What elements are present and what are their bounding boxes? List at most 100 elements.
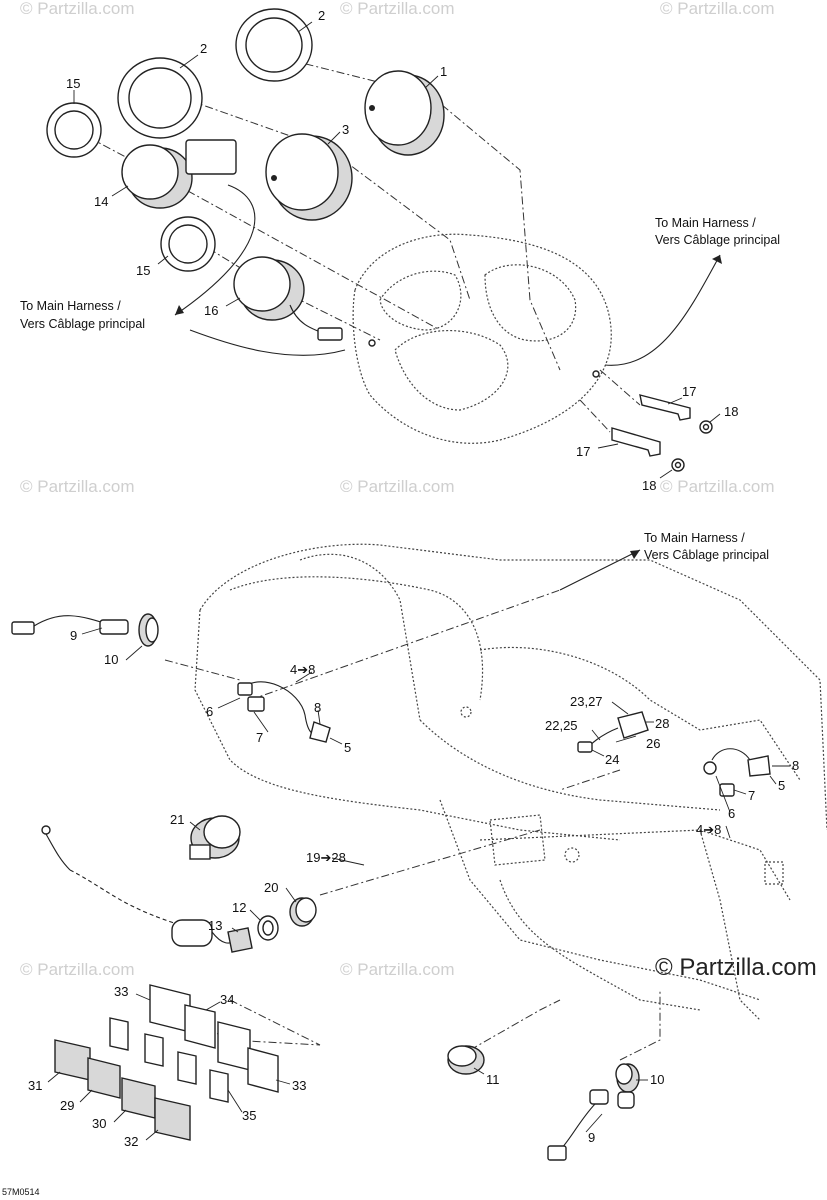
callout: 6 [206,704,213,719]
nut-18b [671,458,685,472]
harness-route [189,329,346,356]
leader-line [285,887,297,903]
leader-line [327,131,341,145]
copyright-watermark: © Partzilla.com [655,954,817,981]
callout: 13 [208,918,222,933]
callout: 1 [440,64,447,79]
assembly-line [249,589,561,701]
leader-line [113,1109,127,1123]
leader-line [125,645,143,661]
leader-line [725,825,731,839]
console-body [194,543,827,1021]
button-11 [447,1045,485,1075]
leader-line [79,1089,93,1103]
harness-route [604,254,721,366]
nut-12 [257,915,279,941]
leader-line [295,671,313,683]
assembly-line [599,369,641,406]
leader-line [81,627,103,635]
harness-note-en: To Main Harness / [655,216,756,230]
assembly-line [149,999,321,1046]
leader-line [331,857,365,866]
callout: 5 [344,740,351,755]
callout: 26 [646,736,660,751]
callout: 4➔8 [696,822,721,837]
callout: 7 [256,730,263,745]
callout: 12 [232,900,246,915]
bezel-ring-15b [160,216,216,272]
cable-9 [11,615,129,635]
callout: 10 [104,652,118,667]
callout: 31 [28,1078,42,1093]
switch-panel [54,984,279,1141]
watermark: © Partzilla.com [660,477,775,496]
callout: 11 [486,1072,500,1087]
arrow-head [175,305,184,315]
bezel-ring-2 [235,8,313,82]
harness-note-en: To Main Harness / [644,531,745,545]
callout: 35 [242,1108,256,1123]
callout: 5 [778,778,785,793]
leader-line [769,775,777,785]
instrument-cluster-housing [352,233,612,444]
cap-10 [138,613,159,647]
watermark: © Partzilla.com [20,477,135,496]
bezel-ring-15 [46,102,102,158]
watermark: © Partzilla.com [340,960,455,979]
callout: 33 [114,984,128,999]
callout: 15 [136,263,150,278]
callout: 14 [94,194,108,209]
watermark: © Partzilla.com [340,477,455,496]
callout: 20 [264,880,278,895]
assembly-line [619,990,661,1061]
cable-9b [547,1089,609,1161]
leader-line [225,297,241,307]
leader-line [275,1079,291,1085]
callout: 7 [748,788,755,803]
leader-line [227,1089,243,1113]
gauge-16 [233,256,343,341]
leader-line [135,993,151,1001]
callout: 22,25 [545,718,578,733]
harness-route [559,549,641,591]
reference-code: 57M0514 [2,1187,40,1197]
leader-line [709,413,721,423]
callout: 19➔28 [306,850,346,865]
cap-10b [615,1063,640,1109]
callout: 23,27 [570,694,603,709]
callout: 10 [650,1072,664,1087]
callout: 16 [204,303,218,318]
callout: 34 [220,992,234,1007]
assembly-line [229,999,321,1046]
callout: 2 [200,41,207,56]
bracket-17 [639,394,691,421]
gauge-3 [265,133,353,221]
callout: 18 [642,478,656,493]
nut-18 [699,420,713,434]
callout: 17 [576,444,590,459]
leader-line [317,709,321,725]
leader-line [591,729,601,741]
callout: 28 [655,716,669,731]
callout: 8 [792,758,799,773]
assembly-line [559,769,621,791]
leader-line [424,75,439,89]
gauge-14 [121,139,237,209]
assembly-line [579,399,611,433]
leader-line [217,697,241,709]
harness-note-fr: Vers Câblage principal [644,548,769,562]
connector-assembly [577,711,649,753]
callout: 9 [70,628,77,643]
assembly-line [319,829,541,896]
gauge-1 [364,70,445,156]
leader-line [611,701,629,715]
callout: 32 [124,1134,138,1149]
leader-line [591,749,605,757]
harness-note-fr: Vers Câblage principal [655,233,780,247]
bezel-ring-2b [117,57,203,139]
watermark: © Partzilla.com [20,0,135,18]
leader-line [715,775,731,813]
leader-line [615,735,637,743]
